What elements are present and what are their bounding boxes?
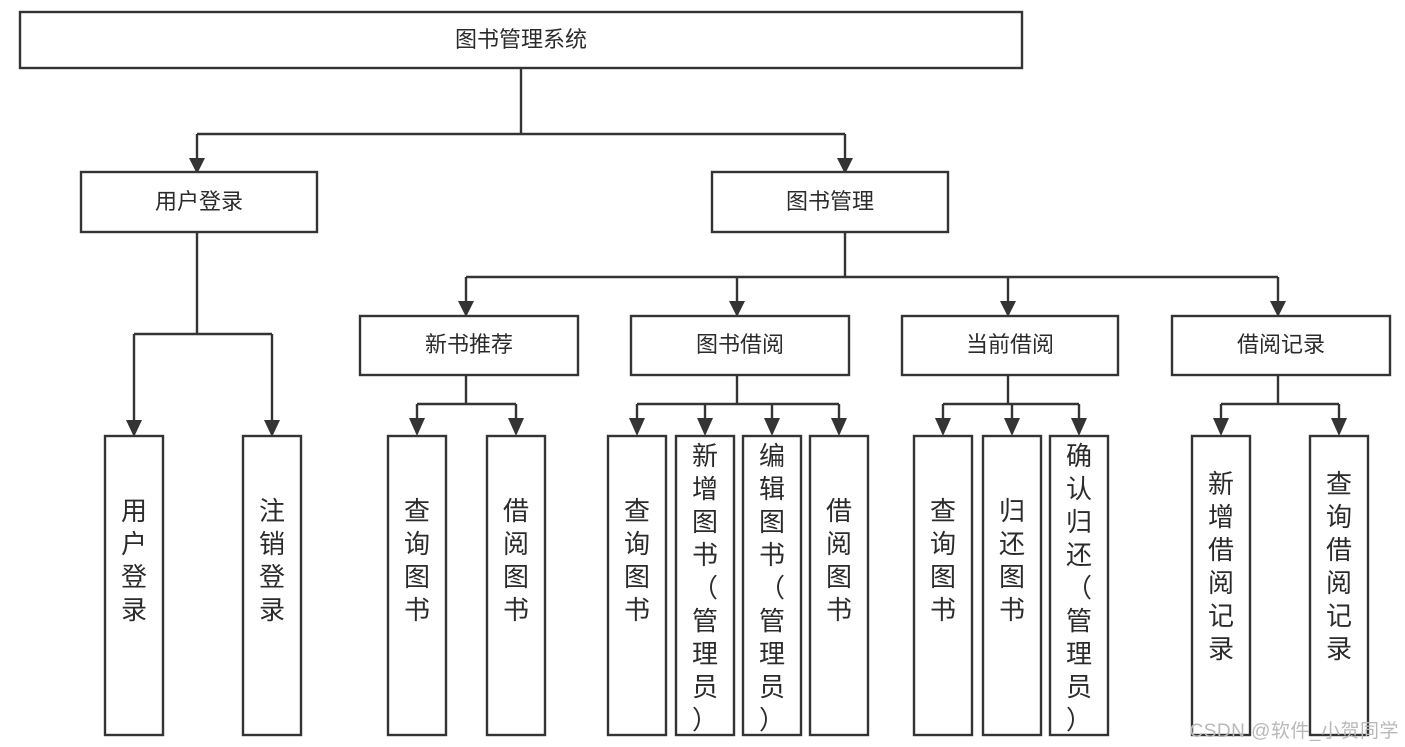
leaf-query-book-1-box[interactable] xyxy=(386,434,448,737)
node-user-login-box[interactable] xyxy=(79,170,319,234)
node-root-label: 图书管理系统 xyxy=(455,27,587,52)
leaf-query-record-box[interactable] xyxy=(1308,434,1370,737)
arrowhead-bm-c3 xyxy=(1000,301,1016,317)
arrowhead-cb-c2 xyxy=(1004,418,1020,436)
arrowhead-bb-c4 xyxy=(831,418,847,436)
leaf-add-record[interactable]: 新增借阅记录 xyxy=(1190,434,1252,737)
arrowhead-root-book-manage xyxy=(837,158,853,174)
leaf-logout-login-label: 注销登录 xyxy=(259,496,285,625)
leaf-confirm-return-box[interactable] xyxy=(1048,434,1110,737)
node-book-borrow-box[interactable] xyxy=(629,314,851,377)
arrowhead-user-login-c2 xyxy=(264,420,280,437)
node-root[interactable]: 图书管理系统 xyxy=(18,10,1024,70)
leaf-user-login-label: 用户登录 xyxy=(121,496,147,625)
node-book-manage[interactable]: 图书管理 xyxy=(710,170,950,234)
leaf-borrow-book-2-label: 借阅图书 xyxy=(826,496,852,625)
leaf-query-book-1-label: 查询图书 xyxy=(404,496,430,625)
csdn-watermark: CSDN @软件_小贺同学 xyxy=(1189,721,1399,742)
node-new-book-rec[interactable]: 新书推荐 xyxy=(358,314,580,377)
leaf-add-book-label: 新增图书（管理员） xyxy=(692,441,718,735)
arrowhead-cb-c1 xyxy=(935,418,951,436)
arrowhead-nbr-c1 xyxy=(409,418,425,436)
node-current-borrow-box[interactable] xyxy=(900,314,1120,377)
leaf-confirm-return-label: 确认归还（管理员） xyxy=(1066,441,1092,735)
arrowhead-nbr-c2 xyxy=(508,418,524,436)
leaf-query-book-2-label: 查询图书 xyxy=(624,496,650,625)
leaf-add-book-box[interactable] xyxy=(674,434,736,737)
arrowhead-cb-c3 xyxy=(1071,418,1087,436)
node-new-book-rec-label: 新书推荐 xyxy=(425,332,513,357)
node-new-book-rec-box[interactable] xyxy=(358,314,580,377)
leaf-query-book-3-box[interactable] xyxy=(912,434,974,737)
connector-layer xyxy=(126,68,1347,437)
arrowhead-bb-c2 xyxy=(697,418,713,436)
arrowhead-bb-c3 xyxy=(764,418,780,436)
leaf-query-book-3-label: 查询图书 xyxy=(930,496,956,625)
arrowhead-bm-c2 xyxy=(729,301,745,317)
leaf-user-login[interactable]: 用户登录 xyxy=(103,434,165,737)
arrowhead-br-c2 xyxy=(1331,418,1347,436)
node-borrow-record-box[interactable] xyxy=(1170,314,1392,377)
node-book-manage-label: 图书管理 xyxy=(786,189,874,214)
arrowhead-bm-c1 xyxy=(458,301,474,317)
node-borrow-record[interactable]: 借阅记录 xyxy=(1170,314,1392,377)
leaf-borrow-book-2[interactable]: 借阅图书 xyxy=(808,434,870,737)
node-user-login-label: 用户登录 xyxy=(155,189,243,214)
leaf-logout-login-box[interactable] xyxy=(241,434,303,737)
node-user-login[interactable]: 用户登录 xyxy=(79,170,319,234)
arrowhead-user-login-c1 xyxy=(126,420,142,437)
arrowhead-root-user-login xyxy=(189,158,205,174)
leaf-return-book[interactable]: 归还图书 xyxy=(981,434,1043,737)
node-current-borrow-label: 当前借阅 xyxy=(966,332,1054,357)
leaf-query-record-label: 查询借阅记录 xyxy=(1326,469,1352,664)
node-book-borrow-label: 图书借阅 xyxy=(696,332,784,357)
leaf-return-book-box[interactable] xyxy=(981,434,1043,737)
leaf-query-book-3[interactable]: 查询图书 xyxy=(912,434,974,737)
leaf-query-record[interactable]: 查询借阅记录 xyxy=(1308,434,1370,737)
leaf-add-book[interactable]: 新增图书（管理员） xyxy=(674,434,736,737)
leaf-borrow-book-1-box[interactable] xyxy=(485,434,547,737)
arrowhead-bb-c1 xyxy=(629,418,645,436)
leaf-borrow-book-1-label: 借阅图书 xyxy=(503,496,529,625)
leaf-edit-book-label: 编辑图书（管理员） xyxy=(759,441,785,735)
arrowhead-bm-c4 xyxy=(1270,301,1286,317)
leaf-query-book-1[interactable]: 查询图书 xyxy=(386,434,448,737)
arrowhead-br-c1 xyxy=(1213,418,1229,436)
leaf-add-record-box[interactable] xyxy=(1190,434,1252,737)
leaf-borrow-book-2-box[interactable] xyxy=(808,434,870,737)
node-current-borrow[interactable]: 当前借阅 xyxy=(900,314,1120,377)
leaf-add-record-label: 新增借阅记录 xyxy=(1208,469,1234,664)
node-root-box[interactable] xyxy=(18,10,1024,70)
leaf-logout-login[interactable]: 注销登录 xyxy=(241,434,303,737)
leaf-edit-book[interactable]: 编辑图书（管理员） xyxy=(741,434,803,737)
leaf-query-book-2[interactable]: 查询图书 xyxy=(606,434,668,737)
leaf-confirm-return[interactable]: 确认归还（管理员） xyxy=(1048,434,1110,737)
node-borrow-record-label: 借阅记录 xyxy=(1237,332,1325,357)
node-book-borrow[interactable]: 图书借阅 xyxy=(629,314,851,377)
node-book-manage-box[interactable] xyxy=(710,170,950,234)
leaf-edit-book-box[interactable] xyxy=(741,434,803,737)
leaf-borrow-book-1[interactable]: 借阅图书 xyxy=(485,434,547,737)
leaf-query-book-2-box[interactable] xyxy=(606,434,668,737)
leaf-return-book-label: 归还图书 xyxy=(999,496,1025,625)
leaf-user-login-box[interactable] xyxy=(103,434,165,737)
